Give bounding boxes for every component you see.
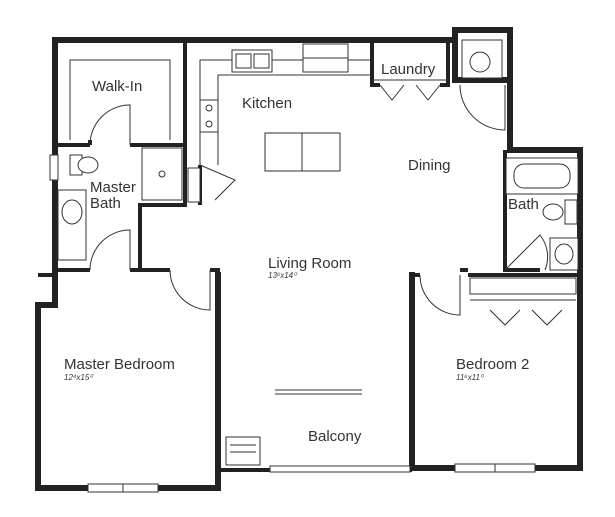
master-bath-fixtures bbox=[57, 147, 183, 261]
room-label-balcony: Balcony bbox=[308, 428, 362, 445]
room-label-bath: Bath bbox=[508, 196, 539, 213]
sink-icon bbox=[61, 199, 83, 225]
room-label-laundry: Laundry bbox=[381, 61, 436, 78]
shower-icon bbox=[141, 147, 183, 201]
room-label-master-bedroom: Master Bedroom bbox=[64, 356, 175, 373]
windows bbox=[49, 154, 536, 493]
room-label-dining: Dining bbox=[408, 157, 451, 174]
toilet-icon bbox=[77, 156, 99, 174]
doors bbox=[89, 84, 563, 395]
interior-walls bbox=[38, 40, 580, 390]
room-label-bedroom-2: Bedroom 2 bbox=[456, 356, 529, 373]
stove-icon bbox=[199, 99, 219, 133]
kitchen-fixtures bbox=[187, 43, 370, 203]
ac-unit bbox=[225, 436, 261, 466]
room-dim-bedroom-2: 11⁶x11⁰ bbox=[456, 373, 485, 382]
walk-in-shelves bbox=[69, 59, 171, 140]
toilet-icon bbox=[542, 203, 564, 221]
ac-unit-icon bbox=[225, 436, 261, 466]
water-heater-icon bbox=[469, 51, 491, 73]
room-label-master-bath-line1: Master bbox=[90, 179, 136, 196]
bedroom2-closet bbox=[469, 277, 577, 301]
laundry-fixtures bbox=[372, 39, 503, 81]
bath-fixtures bbox=[505, 157, 579, 271]
toilet-tank-icon bbox=[564, 199, 578, 225]
room-label-living-room: Living Room bbox=[268, 255, 351, 272]
room-label-master-bath-line2: Bath bbox=[90, 195, 121, 212]
room-label-walk-in: Walk-In bbox=[92, 78, 142, 95]
room-dim-living-room: 13⁶x14⁰ bbox=[268, 271, 298, 280]
room-dim-master-bedroom: 12⁴x15⁰ bbox=[64, 373, 94, 382]
sink-icon bbox=[554, 243, 574, 265]
room-label-kitchen: Kitchen bbox=[242, 95, 292, 112]
